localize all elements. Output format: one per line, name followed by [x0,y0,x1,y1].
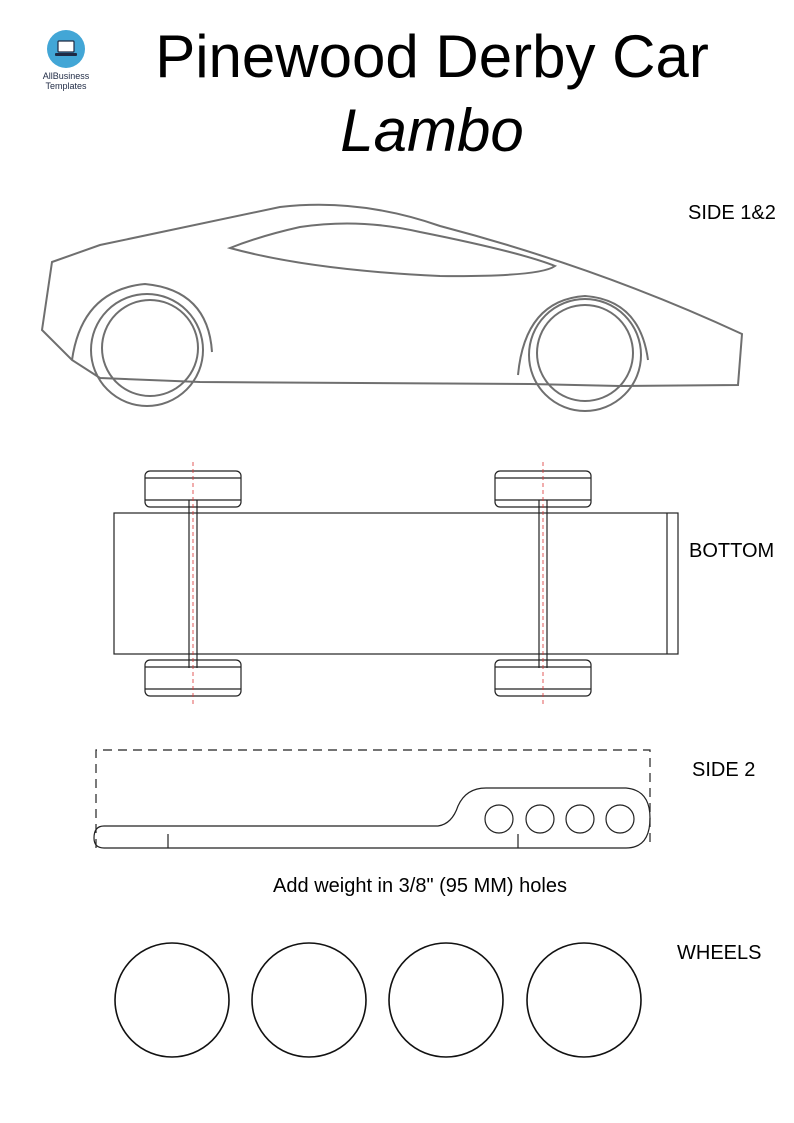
side2-view-label: SIDE 2 [692,759,756,781]
laptop-icon [47,30,85,68]
wheel-4 [526,942,642,1058]
wheel-1 [114,942,230,1058]
wheels-label: WHEELS [677,942,762,964]
logo-text: AllBusiness Templates [30,71,102,91]
logo-line-2: Templates [45,81,87,91]
wheel-2 [251,942,367,1058]
logo: AllBusiness Templates [30,30,102,100]
side-view-label: SIDE 1&2 [688,202,776,224]
bottom-view-label: BOTTOM [689,540,775,562]
logo-line-1: AllBusiness [42,71,90,81]
page-subtitle: Lambo [340,97,524,164]
page-title: Pinewood Derby Car [155,23,709,90]
wheel-3 [388,942,504,1058]
weight-caption: Add weight in 3/8" (95 MM) holes [273,875,567,897]
